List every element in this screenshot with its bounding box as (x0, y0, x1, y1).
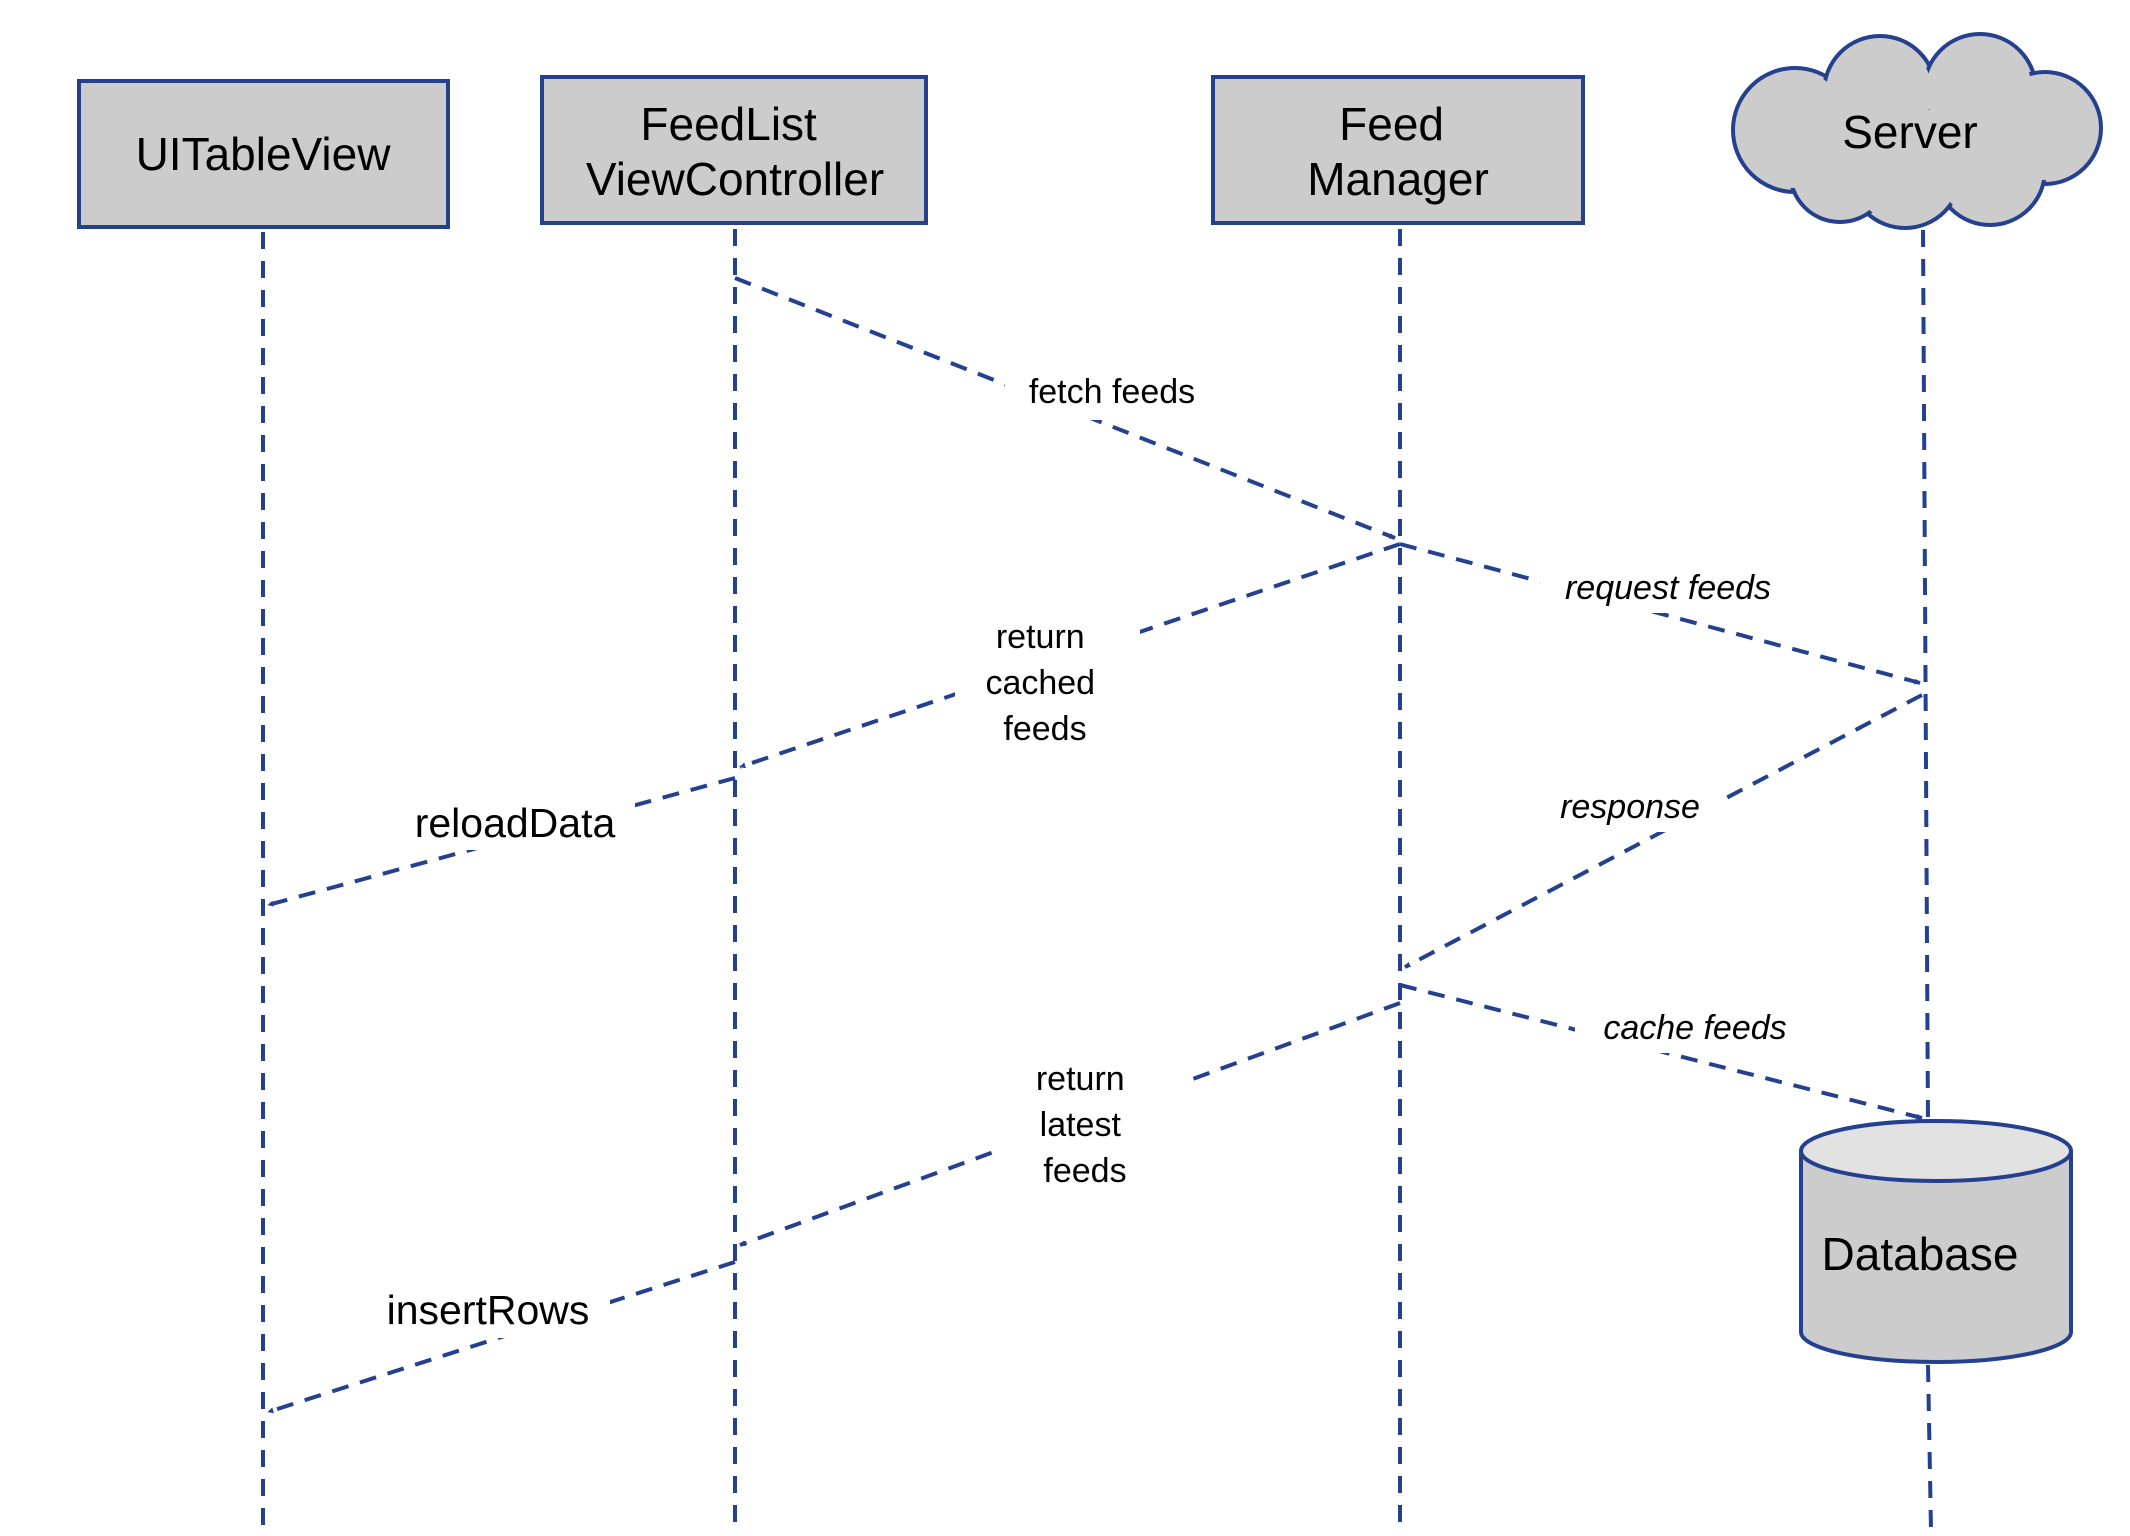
actor-feedlist-line-2: ViewController (586, 153, 884, 205)
message-return-latest: return latest feeds (739, 1001, 1401, 1247)
actor-feedmanager-label: Feed Manager (1307, 98, 1489, 205)
actor-tableview-line: UITableView (136, 128, 392, 180)
message-fetch-feeds-label: fetch feeds (1029, 373, 1195, 411)
actor-feedlist-label: FeedList ViewController (586, 98, 884, 205)
actor-tableview-label: UITableView (136, 128, 392, 180)
message-reload-data: reloadData (267, 776, 736, 907)
actor-database: Database (1799, 1119, 2073, 1364)
message-cache-feeds: cache feeds (1399, 983, 1923, 1120)
actor-server-label: Server (1842, 106, 1977, 158)
lifeline-server-lower (1926, 1364, 1933, 1531)
message-response: response (1404, 693, 1923, 969)
message-fetch-feeds: fetch feeds (734, 276, 1396, 540)
actor-server-line: Server (1842, 106, 1977, 158)
message-insert-rows-label: insertRows (387, 1287, 590, 1333)
actor-feedmanager: Feed Manager (1211, 75, 1585, 225)
message-insert-rows: insertRows (267, 1260, 736, 1414)
message-return-cached-label: return cached feeds (985, 618, 1104, 748)
actor-tableview: UITableView (77, 79, 450, 229)
actor-feedmanager-line-2: Manager (1307, 153, 1489, 205)
lifelines (261, 229, 1933, 1531)
actor-server: Server (1731, 32, 2103, 230)
message-reload-data-label: reloadData (415, 800, 616, 846)
database-icon (1799, 1119, 2073, 1364)
actor-feedmanager-line-1: Feed (1339, 98, 1444, 150)
message-return-cached: return cached feeds (739, 542, 1401, 769)
actor-database-label: Database (1822, 1228, 2019, 1280)
message-cache-feeds-label: cache feeds (1603, 1009, 1786, 1047)
message-request-feeds: request feeds (1399, 542, 1921, 685)
message-request-feeds-label: request feeds (1565, 569, 1771, 607)
actor-database-line: Database (1822, 1228, 2019, 1280)
message-return-latest-label: return latest feeds (1036, 1060, 1134, 1190)
actor-feedlist: FeedList ViewController (540, 75, 928, 225)
messages: fetch feeds request feeds return cached … (267, 276, 1923, 1414)
lifeline-server-upper (1921, 229, 1930, 1126)
message-response-label: response (1560, 788, 1700, 826)
actor-feedlist-line-1: FeedList (640, 98, 817, 150)
